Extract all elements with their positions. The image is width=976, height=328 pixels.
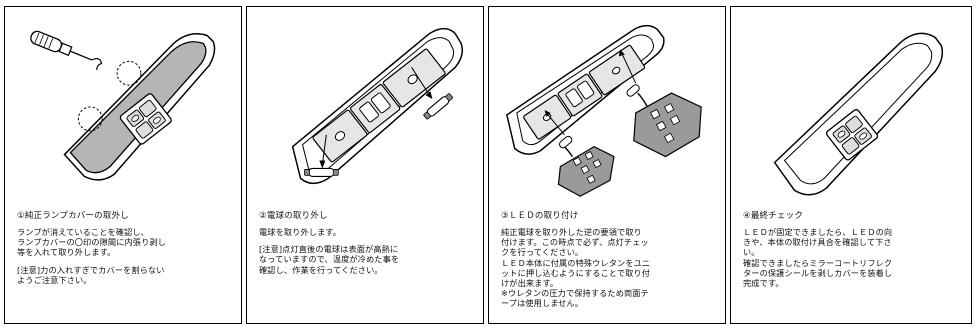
bulb-icon — [423, 93, 453, 120]
step-4-line: 完成です。 — [743, 278, 784, 289]
step-2-note: 確認し、作業を行ってください。 — [259, 264, 383, 275]
bulb-icon — [304, 167, 339, 177]
step-3-line: けが出来ます。 — [501, 278, 559, 289]
step-3-line: ※ウレタンの圧力で保持するため両面テ — [501, 288, 649, 299]
final-check-illustration — [773, 32, 944, 196]
step-1-title: ①純正ランプカバーの取外し — [17, 211, 129, 221]
step-3-line: クを行ってください。 — [501, 247, 584, 258]
step-4-line: 確認できましたらミラーコートリフレク — [743, 257, 893, 268]
step-2-title: ②電球の取り外し — [259, 211, 328, 221]
step-3-title: ③ＬＥＤの取り付け — [501, 211, 579, 221]
step-3-text: 純正電球を取り外した逆の要領で取り 付けます。この時点で必ず、点灯チェッ クを行… — [501, 227, 650, 309]
step-3-line: ＬＥＤ本体に付属の特殊ウレタンをユニ — [501, 257, 651, 268]
step-1-note: ようご注意下さい。 — [17, 274, 92, 285]
step-1-text: ランプが消えていることを確認し、 ランプカバーの〇印の隙間に内張り剥し 等を入れ… — [17, 227, 166, 285]
step-4-text: ＬＥＤが固定できましたら、ＬＥＤの向 きや、本体の取付け具合を確認して下さ い。… — [743, 227, 892, 288]
step-3-line: 純正電球を取り外した逆の要領で取り — [501, 227, 642, 237]
step-4-line: ＬＥＤが固定できましたら、ＬＥＤの向 — [743, 227, 893, 237]
step-1-line: ランプが消えていることを確認し、 — [17, 227, 149, 237]
lamp-assembly-icon — [773, 32, 944, 196]
cover-removal-illustration — [30, 30, 216, 181]
step-2-note: [注意]点灯直後の電球は表面が高熱に — [259, 244, 399, 255]
step-2-text: 電球を取り外します。 [注意]点灯直後の電球は表面が高熱に なっていますので、温… — [259, 227, 399, 275]
bulb-removal-illustration — [291, 27, 464, 185]
panel-step-4: ④最終チェック ＬＥＤが固定できましたら、ＬＥＤの向 きや、本体の取付け具合を確… — [730, 6, 972, 324]
step-1-note: [注意]力の入れすぎでカバーを割らない — [17, 264, 165, 275]
screwdriver-icon — [30, 30, 103, 70]
step-4-line: ターの保護シールを剥しカバーを装着し — [743, 267, 893, 278]
step-4-title: ④最終チェック — [743, 211, 804, 221]
led-board-icon — [626, 84, 702, 158]
step-4-line: い。 — [743, 247, 760, 258]
step-1-line: 等を入れて取り外します。 — [17, 247, 116, 258]
panel-step-1: ①純正ランプカバーの取外し ランプが消えていることを確認し、 ランプカバーの〇印… — [4, 6, 242, 324]
step-4-line: きや、本体の取付け具合を確認して下さ — [743, 237, 892, 248]
panel-step-3: ③ＬＥＤの取り付け 純正電球を取り外した逆の要領で取り 付けます。この時点で必ず… — [488, 6, 726, 324]
led-install-illustration — [506, 24, 702, 197]
step-3-line: ットに押し込むようにすることで取り付 — [501, 267, 651, 278]
step-1-line: ランプカバーの〇印の隙間に内張り剥し — [17, 237, 166, 248]
step-2-line: 電球を取り外します。 — [259, 227, 342, 237]
panel-step-2: ②電球の取り外し 電球を取り外します。 [注意]点灯直後の電球は表面が高熱に な… — [246, 6, 484, 324]
step-3-line: 付けます。この時点で必ず、点灯チェッ — [501, 237, 649, 248]
step-2-note: なっていますので、温度が冷めた事を — [259, 254, 400, 265]
led-board-icon — [557, 135, 615, 197]
step-3-line: ープは使用しません。 — [501, 298, 584, 309]
